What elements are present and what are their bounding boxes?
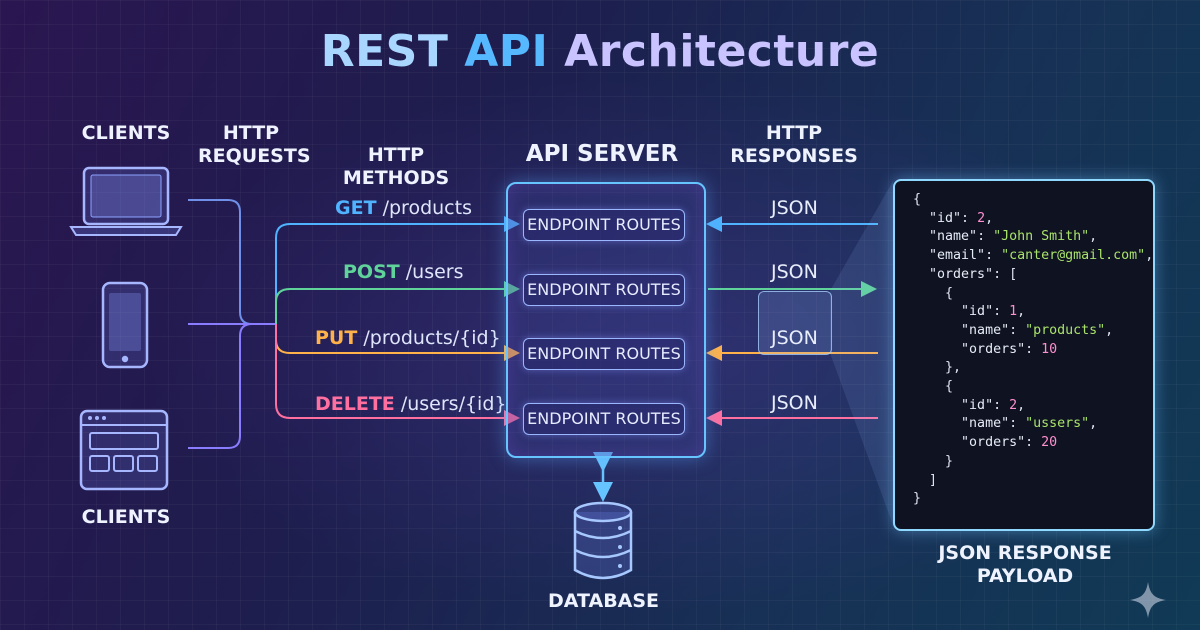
code-order1-orders-value: 10	[1041, 341, 1058, 357]
code-order2-id-value: 2	[1009, 397, 1018, 413]
response-json-4: JSON	[771, 392, 818, 414]
zoom-projection	[830, 181, 893, 525]
browser-link-line	[188, 323, 253, 449]
method-delete-verb: DELETE	[315, 393, 395, 415]
phone-icon	[100, 280, 150, 370]
method-put-verb: PUT	[315, 327, 358, 349]
json-payload-code: { "id": 2, "name": "John Smith", "email"…	[913, 192, 1154, 507]
page-title: REST API Architecture	[0, 26, 1200, 77]
code-order2-name-key: "name"	[961, 416, 1010, 432]
clients-header-top: CLIENTS	[81, 122, 171, 144]
http-responses-line2: RESPONSES	[730, 145, 858, 167]
method-put-path: /products/{id}	[357, 327, 501, 349]
payload-label: JSON RESPONSE PAYLOAD	[938, 542, 1112, 587]
method-put: PUT /products/{id}	[315, 327, 501, 349]
title-part-api: API	[464, 26, 549, 77]
laptop-link-line	[188, 199, 276, 325]
method-post: POST /users	[343, 261, 464, 283]
json-payload-panel: { "id": 2, "name": "John Smith", "email"…	[893, 179, 1155, 531]
method-get-path: /products	[376, 197, 472, 219]
code-order2-name-value: "ussers"	[1025, 416, 1090, 432]
sparkle-icon	[1128, 580, 1168, 620]
code-open-brace: {	[913, 192, 922, 207]
endpoint-routes-2: ENDPOINT ROUTES	[523, 274, 685, 306]
response-json-3: JSON	[771, 327, 818, 349]
code-order2-id-key: "id"	[961, 397, 994, 413]
code-order2-orders-value: 20	[1041, 435, 1058, 451]
post-request-arrow	[275, 281, 520, 324]
code-order1-id-value: 1	[1009, 304, 1018, 320]
method-post-verb: POST	[343, 261, 400, 283]
code-email-value: "canter@gmail.com"	[1001, 248, 1146, 264]
code-order1-name-value: "products"	[1025, 322, 1106, 338]
delete-request-arrow	[275, 324, 520, 426]
code-order2-orders-key: "orders"	[961, 435, 1026, 451]
endpoint-routes-4: ENDPOINT ROUTES	[523, 403, 685, 435]
code-order1-name-key: "name"	[961, 322, 1010, 338]
method-get: GET /products	[335, 197, 472, 219]
response-json-1: JSON	[771, 197, 818, 219]
code-name-value: "John Smith"	[993, 229, 1090, 245]
http-requests-line1: HTTP	[222, 122, 280, 144]
response-json-2: JSON	[771, 261, 818, 283]
browser-window-icon	[78, 408, 170, 492]
http-requests-header: HTTP REQUESTS	[198, 122, 311, 168]
code-id-key: "id"	[929, 210, 962, 226]
endpoint-routes-1: ENDPOINT ROUTES	[523, 209, 685, 241]
laptop-icon	[68, 165, 184, 239]
title-part-architecture: Architecture	[548, 26, 880, 77]
api-server-header: API SERVER	[525, 141, 679, 167]
database-icon	[570, 500, 636, 582]
http-responses-header: HTTP RESPONSES	[730, 122, 858, 168]
json-zoom-highlight	[758, 291, 832, 355]
code-id-value: 2	[977, 210, 986, 226]
method-delete: DELETE /users/{id}	[315, 393, 506, 415]
method-post-path: /users	[399, 261, 464, 283]
code-orders-key: "orders"	[929, 266, 994, 282]
http-requests-line2: REQUESTS	[198, 145, 311, 167]
method-delete-path: /users/{id}	[394, 393, 507, 415]
code-order1-id-key: "id"	[961, 304, 994, 320]
http-methods-header: HTTP METHODS	[342, 144, 450, 189]
database-label: DATABASE	[548, 590, 660, 612]
title-part-rest: REST	[320, 26, 465, 77]
code-name-key: "name"	[929, 229, 978, 245]
endpoint-routes-3: ENDPOINT ROUTES	[523, 338, 685, 370]
code-order1-orders-key: "orders"	[961, 341, 1026, 357]
code-close-brace: }	[913, 491, 922, 507]
clients-header-bottom: CLIENTS	[81, 506, 171, 528]
get-request-arrow	[275, 216, 520, 324]
code-email-key: "email"	[929, 248, 986, 264]
http-responses-line1: HTTP	[765, 122, 823, 144]
method-get-verb: GET	[335, 197, 377, 219]
